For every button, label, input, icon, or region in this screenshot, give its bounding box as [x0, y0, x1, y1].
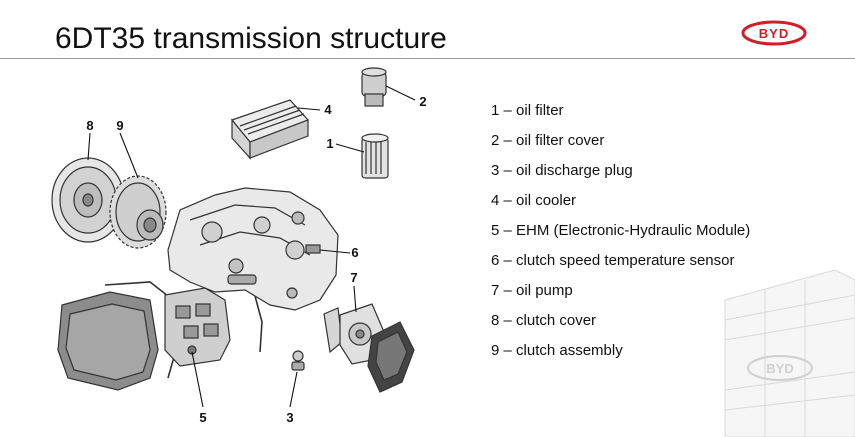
legend-item: 8 – clutch cover: [491, 312, 597, 329]
callout-5: 5: [199, 410, 206, 425]
oil-cooler-part: [230, 99, 310, 160]
callout-7: 7: [350, 270, 357, 285]
legend-item: 9 – clutch assembly: [491, 342, 623, 359]
callout-6: 6: [351, 245, 358, 260]
logo-text: BYD: [759, 26, 789, 41]
parts-legend: 1 – oil filter 2 – oil filter cover 3 – …: [491, 96, 750, 366]
callout-9: 9: [116, 118, 123, 133]
legend-item: 2 – oil filter cover: [491, 132, 605, 149]
title-divider: [0, 58, 855, 59]
watermark-text: BYD: [766, 361, 793, 376]
legend-item: 7 – oil pump: [491, 282, 573, 299]
oil-filter-cover-part: [361, 67, 387, 107]
legend-item: 3 – oil discharge plug: [491, 162, 633, 179]
legend-item: 4 – oil cooler: [491, 192, 577, 209]
legend-item: 5 – EHM (Electronic-Hydraulic Module): [491, 222, 751, 239]
callout-8: 8: [86, 118, 93, 133]
legend-item: 1 – oil filter: [491, 102, 564, 119]
callout-3: 3: [286, 410, 293, 425]
byd-logo: BYD: [741, 20, 807, 46]
legend-item: 6 – clutch speed temperature sensor: [491, 252, 735, 269]
callout-1: 1: [326, 136, 333, 151]
transmission-housing-part: [167, 187, 339, 311]
side-cover-part: [57, 281, 177, 391]
transmission-diagram: 8 9 4 2 1 6 7 5 3: [51, 67, 427, 425]
oil-filter-part: [361, 133, 389, 179]
building-watermark: BYD: [724, 269, 855, 437]
ehm-module-part: [164, 287, 231, 367]
speed-temperature-sensor-part: [305, 244, 321, 254]
callout-2: 2: [419, 94, 426, 109]
oil-pump-part: [323, 303, 415, 393]
clutch-assembly-part: [109, 175, 167, 249]
oil-discharge-plug-part: [291, 350, 305, 371]
callout-4: 4: [324, 102, 332, 117]
page-title: 6DT35 transmission structure: [55, 22, 447, 55]
wiring-harness-part: [254, 295, 263, 353]
clutch-cover-part: [51, 157, 125, 243]
